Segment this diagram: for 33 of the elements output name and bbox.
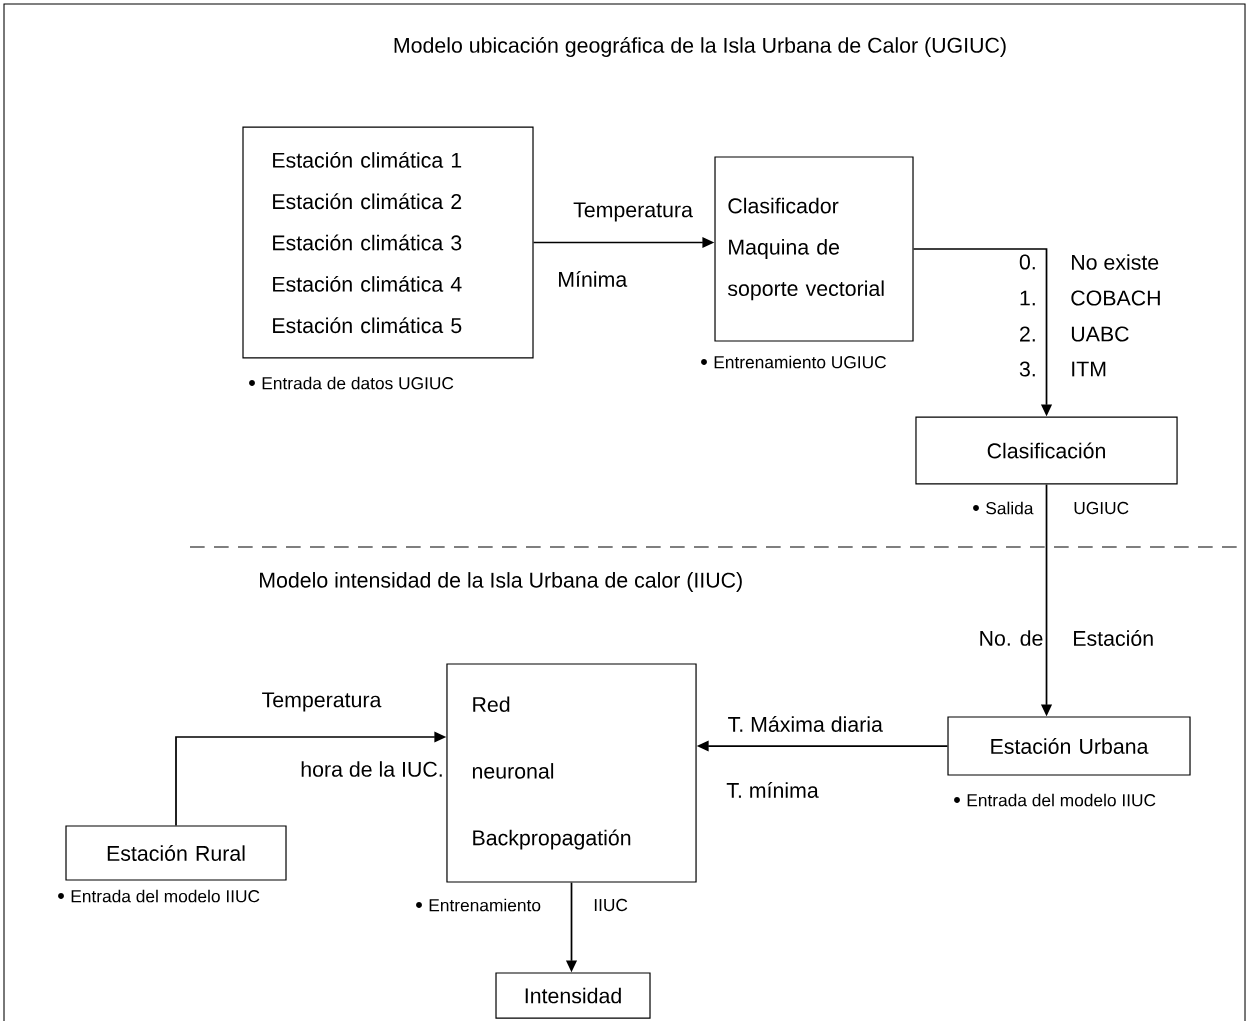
note-text: Entrada del modelo IIUC [967, 793, 1156, 807]
process-box: Clasificación [915, 416, 1178, 485]
note-text: Salida [986, 501, 1034, 515]
label: 1. [1020, 290, 1035, 306]
label: 2. [1020, 326, 1035, 342]
process-box: Intensidad [495, 972, 651, 1019]
note-text: IIUC [594, 898, 628, 912]
label: Modelo intensidad de la Isla Urbana de calor (IIUC) [260, 572, 742, 592]
process-box: Estación climática 1 Estación climática 2 Estación climática 3 Estación climática 4 Estación climática 5 [242, 126, 534, 359]
label: hora de la IUC. [301, 761, 442, 777]
edge-label: No. de [980, 630, 1043, 646]
label: Mínima [559, 271, 628, 287]
edge-label: T. Máxima diaria [728, 716, 883, 732]
label: UABC [1071, 326, 1129, 342]
note-text: Entrenamiento UGIUC [714, 355, 886, 369]
process-box: Estación Rural [65, 825, 287, 881]
label: 3. [1019, 361, 1035, 377]
label: Estación [1074, 630, 1153, 646]
note-text: Entrenamiento [429, 898, 541, 912]
process-box: Red neuronal Backpropagatión [446, 663, 697, 883]
process-box: Estación Urbana [947, 716, 1191, 776]
label: T. mínima [726, 782, 819, 798]
label: COBACH [1071, 290, 1160, 306]
edge-label: Temperatura [262, 692, 382, 712]
note-text: Entrada del modelo IIUC [71, 889, 260, 903]
process-box: Clasificador Maquina de soporte vectorial [714, 156, 914, 342]
note-text: Entrada de datos UGIUC [262, 376, 454, 390]
note-text: UGIUC [1074, 501, 1129, 515]
label: 0. [1019, 254, 1035, 270]
label: ITM [1072, 361, 1106, 377]
edge-label: Temperatura [573, 202, 693, 222]
title: Modelo ubicación geográfica de la Isla Urbana de Calor (UGIUC) [394, 36, 1006, 58]
label: No existe [1072, 254, 1159, 270]
